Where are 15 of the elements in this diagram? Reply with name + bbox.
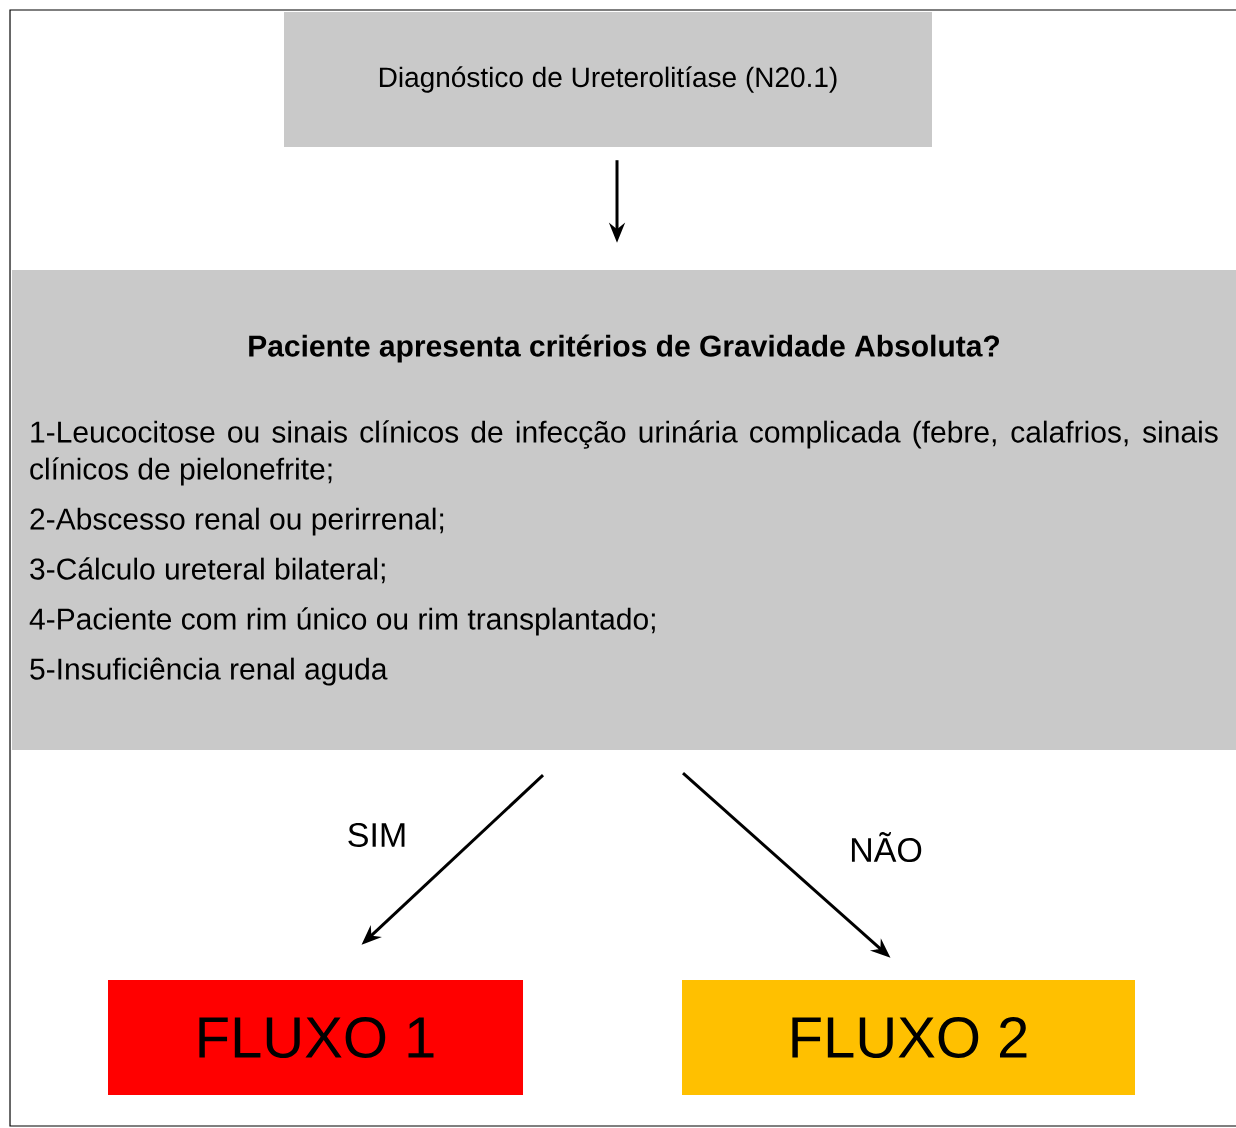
criterion-text: 5-Insuficiência renal aguda [30, 657, 388, 686]
process-box [284, 12, 932, 147]
edge-label: NÃO [847, 829, 925, 865]
decision-box [12, 270, 1236, 750]
criterion-text: 2-Abscesso renal ou perirrenal; [30, 507, 444, 536]
outcome-box [108, 980, 523, 1095]
criterion-text: 1-Leucocitose ou sinais clínicos de infecção urinária complicada (febre, calafrios, sinais clínicos de pielonefrite; [30, 420, 1218, 486]
box-text: Diagnóstico de Ureterolitíase (N20.1) [379, 66, 837, 93]
criterion-text: 3-Cálculo ureteral bilateral; [30, 557, 385, 584]
box-text: FLUXO 2 [792, 1017, 1027, 1059]
criterion-text: 4-Paciente com rim único ou rim transplantado; [29, 607, 655, 636]
edge-label: SIM [344, 820, 410, 850]
outcome-box [682, 980, 1135, 1095]
question-heading: Paciente apresenta critérios de Gravidade Absoluta? [249, 334, 1000, 363]
box-text: FLUXO 1 [199, 1017, 434, 1059]
